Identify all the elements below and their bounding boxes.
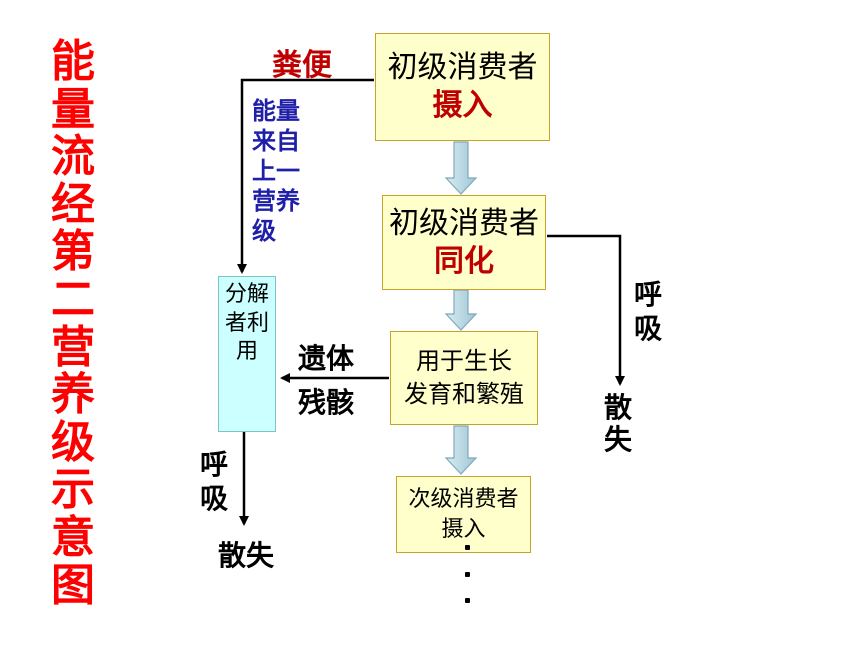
block-arrow-3 bbox=[444, 425, 478, 475]
lost-right-line1: 散 bbox=[604, 391, 633, 424]
box4-line2: 摄入 bbox=[441, 516, 486, 542]
box2-line1: 初级消费者 bbox=[389, 205, 539, 241]
lost-label-right: 散 失 bbox=[604, 392, 632, 456]
lost-label-left: 散失 bbox=[218, 539, 275, 572]
respiration-left-line1: 呼 bbox=[200, 448, 229, 481]
block-arrow-1 bbox=[444, 141, 478, 195]
feces-arrow bbox=[237, 78, 374, 274]
feces-label: 粪便 bbox=[272, 48, 332, 83]
box3-line2: 发育和繁殖 bbox=[404, 380, 524, 408]
respiration-label-left: 呼 吸 bbox=[200, 448, 228, 516]
diagram-title: 能量流经第二营养级示意图 bbox=[51, 36, 95, 611]
box-primary-assimilation: 初级消费者 同化 bbox=[382, 195, 546, 290]
remains-label: 遗体 残骸 bbox=[298, 337, 354, 425]
box-growth-reproduction: 用于生长 发育和繁殖 bbox=[390, 331, 538, 425]
respiration-arrow-right bbox=[547, 234, 625, 386]
continuation-dot-2 bbox=[465, 572, 470, 577]
box2-line2: 同化 bbox=[434, 243, 494, 279]
respiration-right-line2: 吸 bbox=[634, 312, 663, 345]
box-primary-intake: 初级消费者 摄入 bbox=[375, 33, 550, 141]
continuation-dot-3 bbox=[465, 598, 470, 603]
respiration-left-line2: 吸 bbox=[200, 482, 229, 515]
box4-line1: 次级消费者 bbox=[408, 486, 519, 512]
remains-line2: 残骸 bbox=[298, 386, 355, 419]
respiration-right-line1: 呼 bbox=[634, 278, 663, 311]
box-secondary-intake: 次级消费者 摄入 bbox=[396, 476, 531, 553]
block-arrow-2 bbox=[444, 289, 478, 331]
continuation-dot-1 bbox=[465, 545, 470, 550]
respiration-label-right: 呼 吸 bbox=[634, 278, 662, 346]
lost-right-line2: 失 bbox=[604, 423, 633, 456]
box1-line1: 初级消费者 bbox=[387, 50, 538, 85]
decomposer-box: 分解者利用 bbox=[218, 276, 276, 432]
box1-line2: 摄入 bbox=[432, 88, 493, 123]
box3-line1: 用于生长 bbox=[416, 347, 512, 375]
remains-line1: 遗体 bbox=[298, 342, 355, 375]
energy-source-note: 能量来自上一营养级 bbox=[252, 97, 300, 245]
